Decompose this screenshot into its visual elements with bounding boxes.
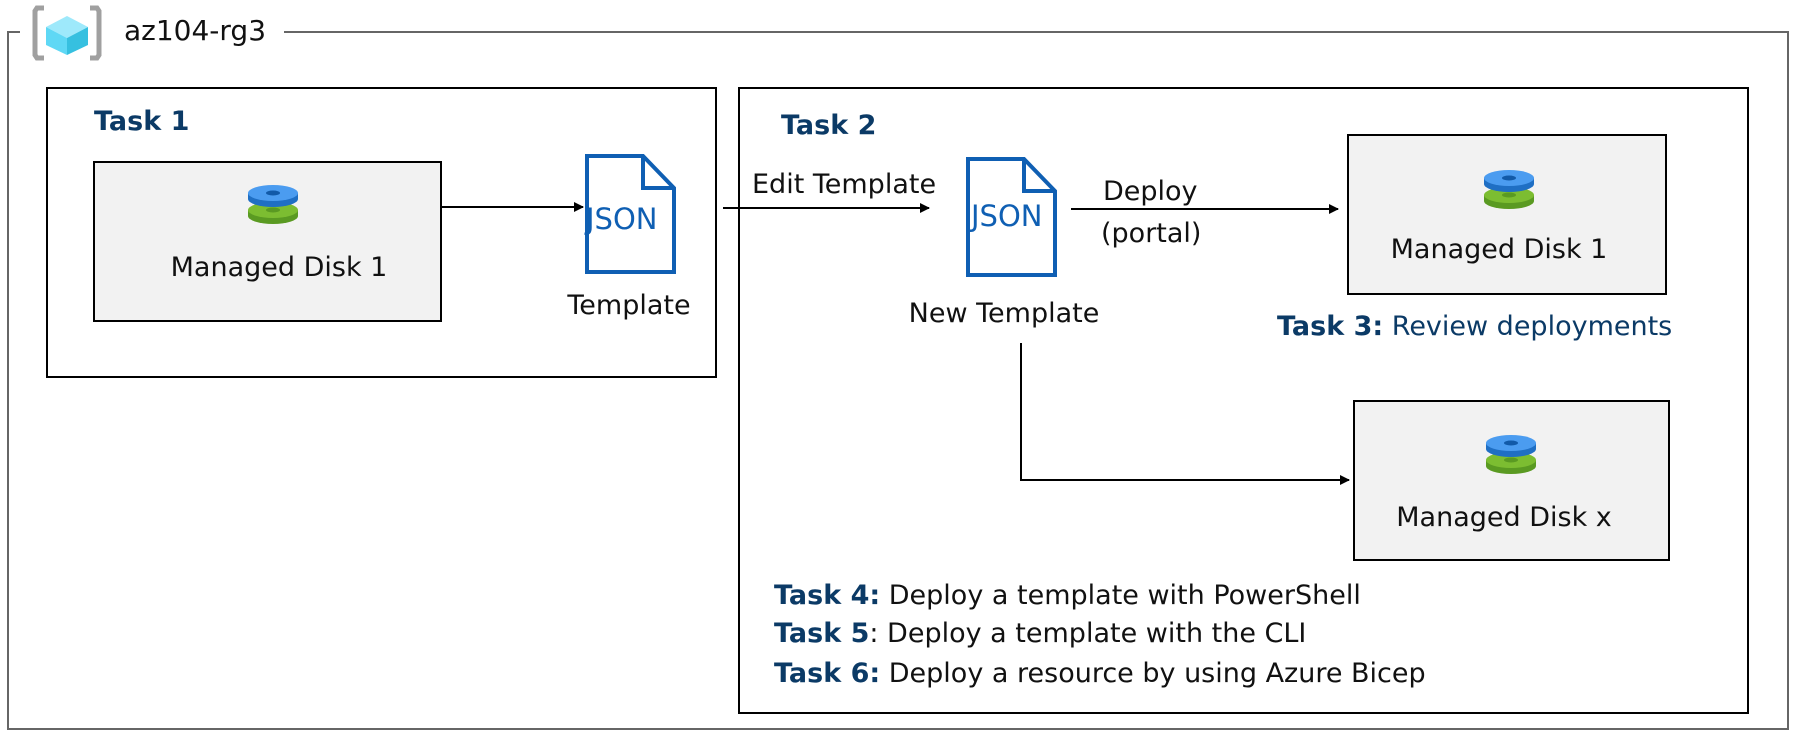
arrow-to-disk-x [1020,343,1350,485]
new-template-label: New Template [908,298,1100,329]
json-file-icon [966,157,1057,277]
task3-text: Review deployments [1391,311,1673,342]
managed-disk-1-deployed-label: Managed Disk 1 [1390,234,1608,265]
managed-disk-x-box [1353,400,1670,561]
disk-icon [248,185,298,224]
json-text: JSON [586,202,658,236]
task4-text: Deploy a template with PowerShell [880,580,1361,611]
task6-label: Task 6: [774,658,881,689]
resource-group-icon [32,5,102,61]
managed-disk-1-label: Managed Disk 1 [170,252,388,283]
task4-line: Task 4: Deploy a template with PowerShel… [774,580,1361,611]
disk-icon [1486,435,1536,474]
edit-template-label: Edit Template [752,169,937,200]
task5-text: : Deploy a template with the CLI [869,618,1307,649]
json-text: JSON [971,199,1043,233]
deploy-label: Deploy [1103,176,1198,207]
task4-label: Task 4: [774,580,881,611]
disk-icon [1484,170,1534,209]
group-frame [7,31,1789,730]
task6-line: Task 6: Deploy a resource by using Azure… [774,658,1426,689]
task1-box [46,87,717,378]
group-title: az104-rg3 [124,14,277,47]
task2-box [738,87,1749,714]
task2-label: Task 2 [781,110,877,141]
deploy-portal-label: (portal) [1101,218,1202,249]
task3-label: Task 3: [1277,311,1384,342]
json-file-icon [585,154,676,274]
managed-disk-x-label: Managed Disk x [1396,502,1612,533]
task3-line: Task 3: Review deployments [1277,311,1672,342]
managed-disk-1-deployed-box [1347,134,1667,295]
template-label: Template [567,290,691,321]
task1-label: Task 1 [94,106,190,137]
task5-line: Task 5: Deploy a template with the CLI [774,618,1306,649]
task5-label: Task 5 [774,618,870,649]
task6-text: Deploy a resource by using Azure Bicep [880,658,1426,689]
